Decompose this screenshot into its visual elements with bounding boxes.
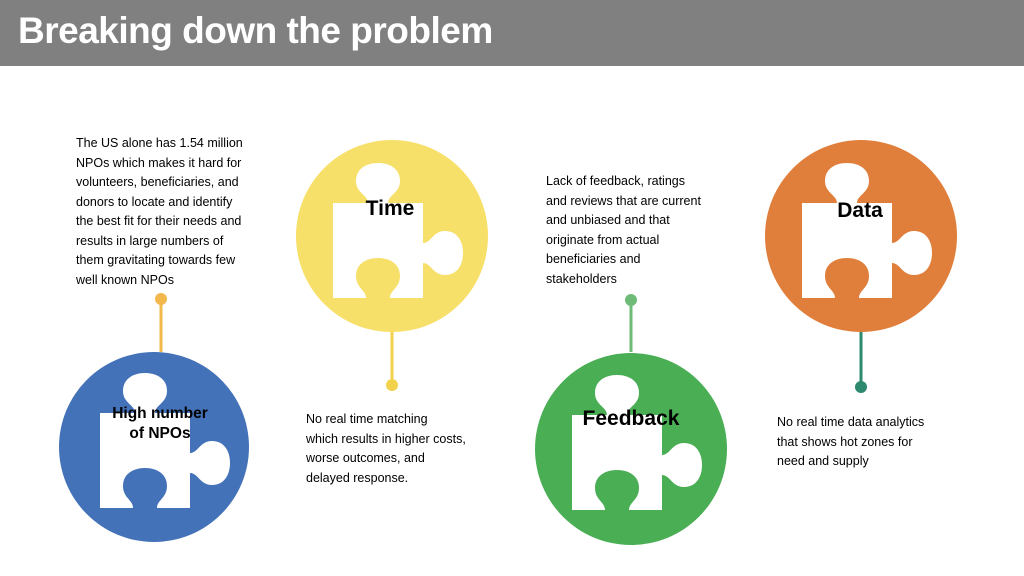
- data-label: Data: [837, 199, 883, 222]
- feedback-description-line: Lack of feedback, ratings: [546, 174, 685, 188]
- npos-label-line1: High number: [112, 405, 208, 422]
- time-description: No real time matching which results in h…: [306, 410, 496, 488]
- npos-piece: [59, 293, 249, 542]
- feedback-description-line: originate from actual: [546, 232, 660, 247]
- npos-connector-dot: [155, 293, 167, 305]
- feedback-description-line: stakeholders: [546, 271, 617, 286]
- data-description-line: need and supply: [777, 454, 869, 468]
- npos-description-line: them gravitating towards few: [76, 253, 236, 267]
- time-description-line: worse outcomes, and: [306, 451, 425, 465]
- data-description: No real time data analytics that shows h…: [777, 413, 967, 472]
- time-piece: [296, 140, 488, 391]
- time-description-line: No real time matching: [306, 412, 428, 426]
- npos-description-line: NPOs which makes it hard for: [76, 155, 242, 170]
- npos-label: High number of NPOs: [95, 404, 225, 444]
- npos-description-line: the best fit for their needs and: [76, 214, 242, 228]
- feedback-description-line: and reviews that are current: [546, 193, 701, 208]
- npos-description-line: results in large numbers of: [76, 233, 224, 248]
- feedback-piece: [535, 294, 727, 545]
- page-title: Breaking down the problem: [18, 10, 493, 51]
- npos-description-line: volunteers, beneficiaries, and: [76, 175, 239, 189]
- feedback-connector-dot: [625, 294, 637, 306]
- data-description-line: that shows hot zones for: [777, 434, 913, 449]
- feedback-label: Feedback: [582, 407, 680, 430]
- time-label: Time: [365, 197, 415, 220]
- title-bar: Breaking down the problem: [0, 0, 1024, 66]
- feedback-description: Lack of feedback, ratings and reviews th…: [546, 172, 736, 289]
- npos-description-line: well known NPOs: [76, 272, 174, 287]
- feedback-description-line: and unbiased and that: [546, 213, 670, 227]
- npos-description-line: donors to locate and identify: [76, 194, 233, 209]
- time-description-line: which results in higher costs,: [306, 431, 466, 446]
- time-connector-dot: [386, 379, 398, 391]
- npos-description-line: The US alone has 1.54 million: [76, 136, 243, 150]
- feedback-description-line: beneficiaries and: [546, 252, 641, 266]
- data-piece: [765, 140, 957, 393]
- npos-description: The US alone has 1.54 million NPOs which…: [76, 134, 266, 290]
- time-description-line: delayed response.: [306, 470, 409, 485]
- data-description-line: No real time data analytics: [777, 415, 925, 429]
- data-connector-dot: [855, 381, 867, 393]
- npos-label-line2: of NPOs: [129, 425, 191, 442]
